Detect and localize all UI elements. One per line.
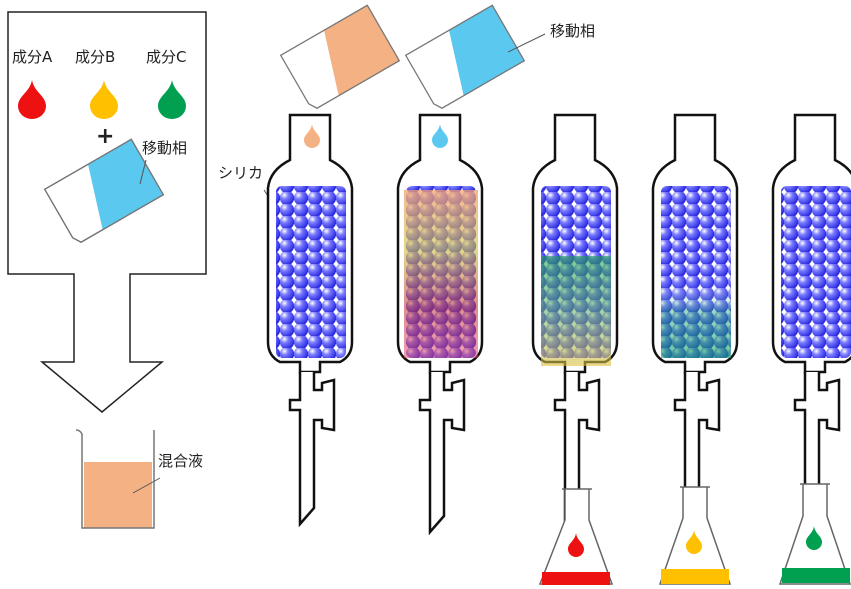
column-2-drop-icon <box>432 124 448 148</box>
flask-b-drop-icon <box>686 530 702 554</box>
mixture-pour-beaker <box>279 4 401 109</box>
component-a-label: 成分A <box>12 48 53 66</box>
silica-label: シリカ <box>218 164 263 182</box>
plus-sign: + <box>96 124 114 149</box>
mixture-beaker <box>75 429 155 529</box>
mixture-label: 混合液 <box>158 452 203 470</box>
column-2 <box>396 113 484 536</box>
drop-b-icon <box>90 80 118 119</box>
mobile-phase-beaker-left <box>43 138 165 243</box>
flask-a <box>538 488 614 585</box>
column-3 <box>531 113 619 523</box>
drop-c-icon <box>158 80 186 119</box>
column-1 <box>266 113 354 528</box>
flask-b <box>658 486 732 585</box>
flask-c <box>778 483 851 585</box>
column-4 <box>651 113 739 523</box>
column-5 <box>771 113 851 523</box>
component-b-label: 成分B <box>75 48 115 66</box>
column-1-drop-icon <box>304 124 320 148</box>
mobile-phase-pour-beaker <box>404 4 526 109</box>
drop-a-icon <box>18 80 46 119</box>
component-c-label: 成分C <box>146 48 186 66</box>
mobile-phase-label-left: 移動相 <box>142 139 187 157</box>
flask-a-drop-icon <box>568 533 584 557</box>
mobile-phase-label-top: 移動相 <box>550 22 595 40</box>
flask-c-drop-icon <box>806 526 822 550</box>
